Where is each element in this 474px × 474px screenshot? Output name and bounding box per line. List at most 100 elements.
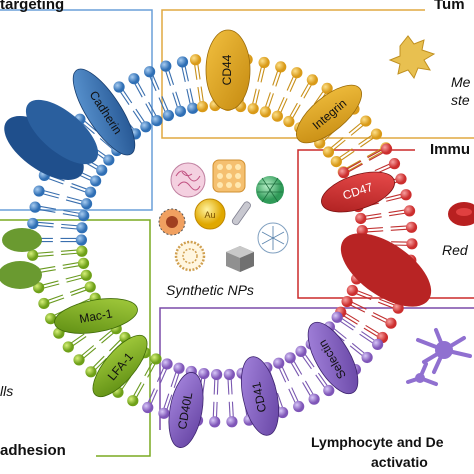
label-cd40l: CD40L xyxy=(175,391,195,431)
lipid-head-inner xyxy=(84,186,97,198)
liposome-np-icon xyxy=(174,240,206,272)
lipid-head-inner xyxy=(90,175,102,187)
lipid-head-inner xyxy=(284,352,296,364)
frame-green xyxy=(0,219,151,457)
lipid-head-inner xyxy=(78,210,90,222)
lipid-head-outer xyxy=(127,395,139,407)
lipid-head-outer xyxy=(275,61,287,73)
lipid-head-inner xyxy=(96,164,108,176)
protein-mac1 xyxy=(54,298,138,334)
lipid-head-inner xyxy=(77,257,90,269)
lipid-head-outer xyxy=(209,416,221,428)
gold-np-icon: Au xyxy=(194,198,226,230)
protein-lfa1 xyxy=(92,334,148,398)
lipid-head-outer xyxy=(189,54,202,66)
lipid-head-inner xyxy=(330,155,342,168)
lipid-head-outer xyxy=(370,128,383,140)
lipid-head-outer xyxy=(33,185,45,197)
protein-cd40l xyxy=(168,372,204,448)
lipid-head-inner xyxy=(174,105,187,117)
lipid-head-inner xyxy=(283,115,295,128)
label-mesenchymal-1: Me xyxy=(451,74,471,90)
label-red-blood: Red xyxy=(442,242,468,258)
protein-integrin xyxy=(296,84,362,144)
dendritic-cell-icon xyxy=(406,328,472,386)
lipid-head-outer xyxy=(400,189,412,201)
lipid-head-inner xyxy=(103,154,115,166)
lipid-head-outer xyxy=(33,282,45,294)
proteins xyxy=(0,29,432,448)
protein-green-knob-1 xyxy=(2,228,42,252)
lipid-head-inner xyxy=(259,106,272,118)
label-adhesion: adhesion xyxy=(0,442,66,459)
lipid-head-inner xyxy=(223,368,235,381)
lipid-head-inner xyxy=(271,110,283,122)
lipid-head-inner xyxy=(151,115,163,127)
red-blood-cell-icon xyxy=(448,202,474,226)
protein-red-dark xyxy=(340,233,432,307)
porous-np-icon xyxy=(212,159,246,193)
lipid-head-inner xyxy=(198,367,210,380)
lipid-head-inner xyxy=(162,109,175,122)
protein-blue-dark-1 xyxy=(4,116,84,180)
lipid-head-inner xyxy=(211,368,223,381)
mesenchymal-cell-icon xyxy=(388,35,436,80)
lipid-head-inner xyxy=(338,167,350,179)
protein-green-knob-2 xyxy=(0,261,42,289)
synthetic-nanoparticles: Au xyxy=(158,159,289,272)
protein-cd47 xyxy=(321,171,395,213)
lipid-head-inner xyxy=(247,103,259,115)
cube-np-icon xyxy=(226,246,254,272)
lipid-head-inner xyxy=(295,345,307,357)
label-lymphocyte-1: Lymphocyte and De xyxy=(311,434,444,450)
lipid-head-outer xyxy=(392,302,404,314)
lipid-head-outer xyxy=(308,393,320,405)
lipid-head-outer xyxy=(360,115,372,127)
core-shell-np-icon xyxy=(158,208,186,236)
lipid-head-outer xyxy=(258,56,270,69)
lipid-head-outer xyxy=(403,205,416,217)
lipid-head-outer xyxy=(62,341,74,353)
label-immune: Immu xyxy=(430,141,471,158)
dendrimer-np-icon xyxy=(257,222,289,254)
label-cd41: CD41 xyxy=(249,380,269,413)
label-targeting: targeting xyxy=(0,0,65,13)
lipid-head-outer xyxy=(406,238,418,250)
lipid-head-outer xyxy=(380,143,393,155)
frame-blue xyxy=(0,9,153,211)
lipid-head-inner xyxy=(341,295,353,308)
lipid-head-outer xyxy=(128,73,140,85)
lipid-head-outer xyxy=(321,82,333,95)
lipid-head-outer xyxy=(38,297,50,310)
gold-label: Au xyxy=(204,210,215,220)
lipid-head-outer xyxy=(372,338,384,350)
lipid-head-outer xyxy=(45,313,57,325)
lipid-head-inner xyxy=(80,269,92,281)
lipid-head-inner xyxy=(76,222,88,234)
lipid-head-outer xyxy=(361,351,373,364)
lipid-head-outer xyxy=(85,366,97,378)
lipid-head-inner xyxy=(150,353,162,365)
label-cd44: CD44 xyxy=(220,54,234,85)
lipid-head-inner xyxy=(140,121,152,133)
silica-np-icon xyxy=(256,176,284,204)
label-lymphocyte-2: activatio xyxy=(371,454,428,470)
lipid-head-outer xyxy=(323,384,335,397)
lipid-head-inner xyxy=(76,245,88,257)
lipid-head-outer xyxy=(160,60,172,72)
lipid-head-outer xyxy=(27,249,39,261)
lipid-head-inner xyxy=(84,281,96,293)
frame-purple xyxy=(159,307,474,430)
lipid-head-outer xyxy=(29,201,41,213)
lipid-head-outer xyxy=(176,56,189,68)
label-cells: lls xyxy=(0,383,14,399)
protein-cadherin xyxy=(72,68,136,156)
protein-cd44 xyxy=(205,29,251,111)
lipid-head-outer xyxy=(143,66,156,78)
lipid-head-outer xyxy=(158,407,170,419)
lipid-head-inner xyxy=(173,362,185,374)
polymer-np-icon xyxy=(170,162,206,198)
lipid-head-inner xyxy=(273,357,285,369)
lipid-head-outer xyxy=(277,406,289,419)
